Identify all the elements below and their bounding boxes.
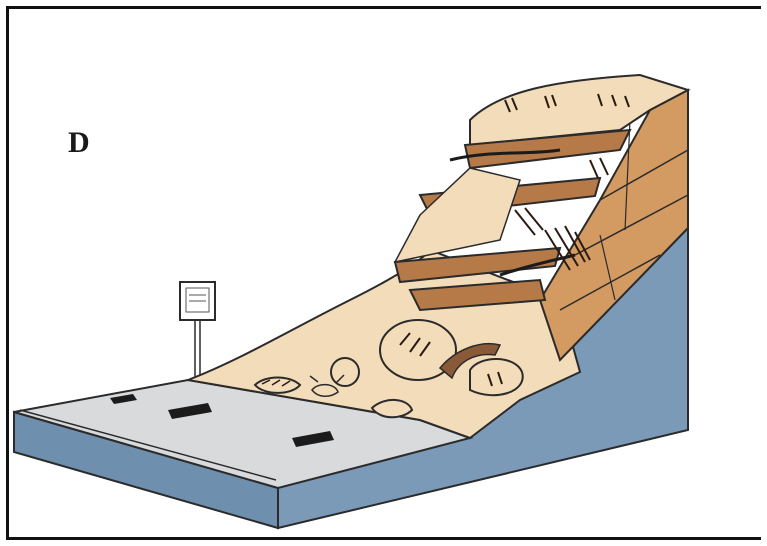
cliff-left-cream bbox=[395, 168, 520, 262]
road-sign-icon bbox=[180, 282, 215, 380]
rock-fragment-icon bbox=[255, 378, 300, 393]
rock-fragment-icon bbox=[372, 400, 412, 417]
rock-fragment-icon bbox=[312, 385, 338, 397]
rock-fragment-icon bbox=[470, 359, 523, 395]
sign-post bbox=[195, 318, 200, 380]
rock-fragment-icon bbox=[331, 358, 359, 386]
